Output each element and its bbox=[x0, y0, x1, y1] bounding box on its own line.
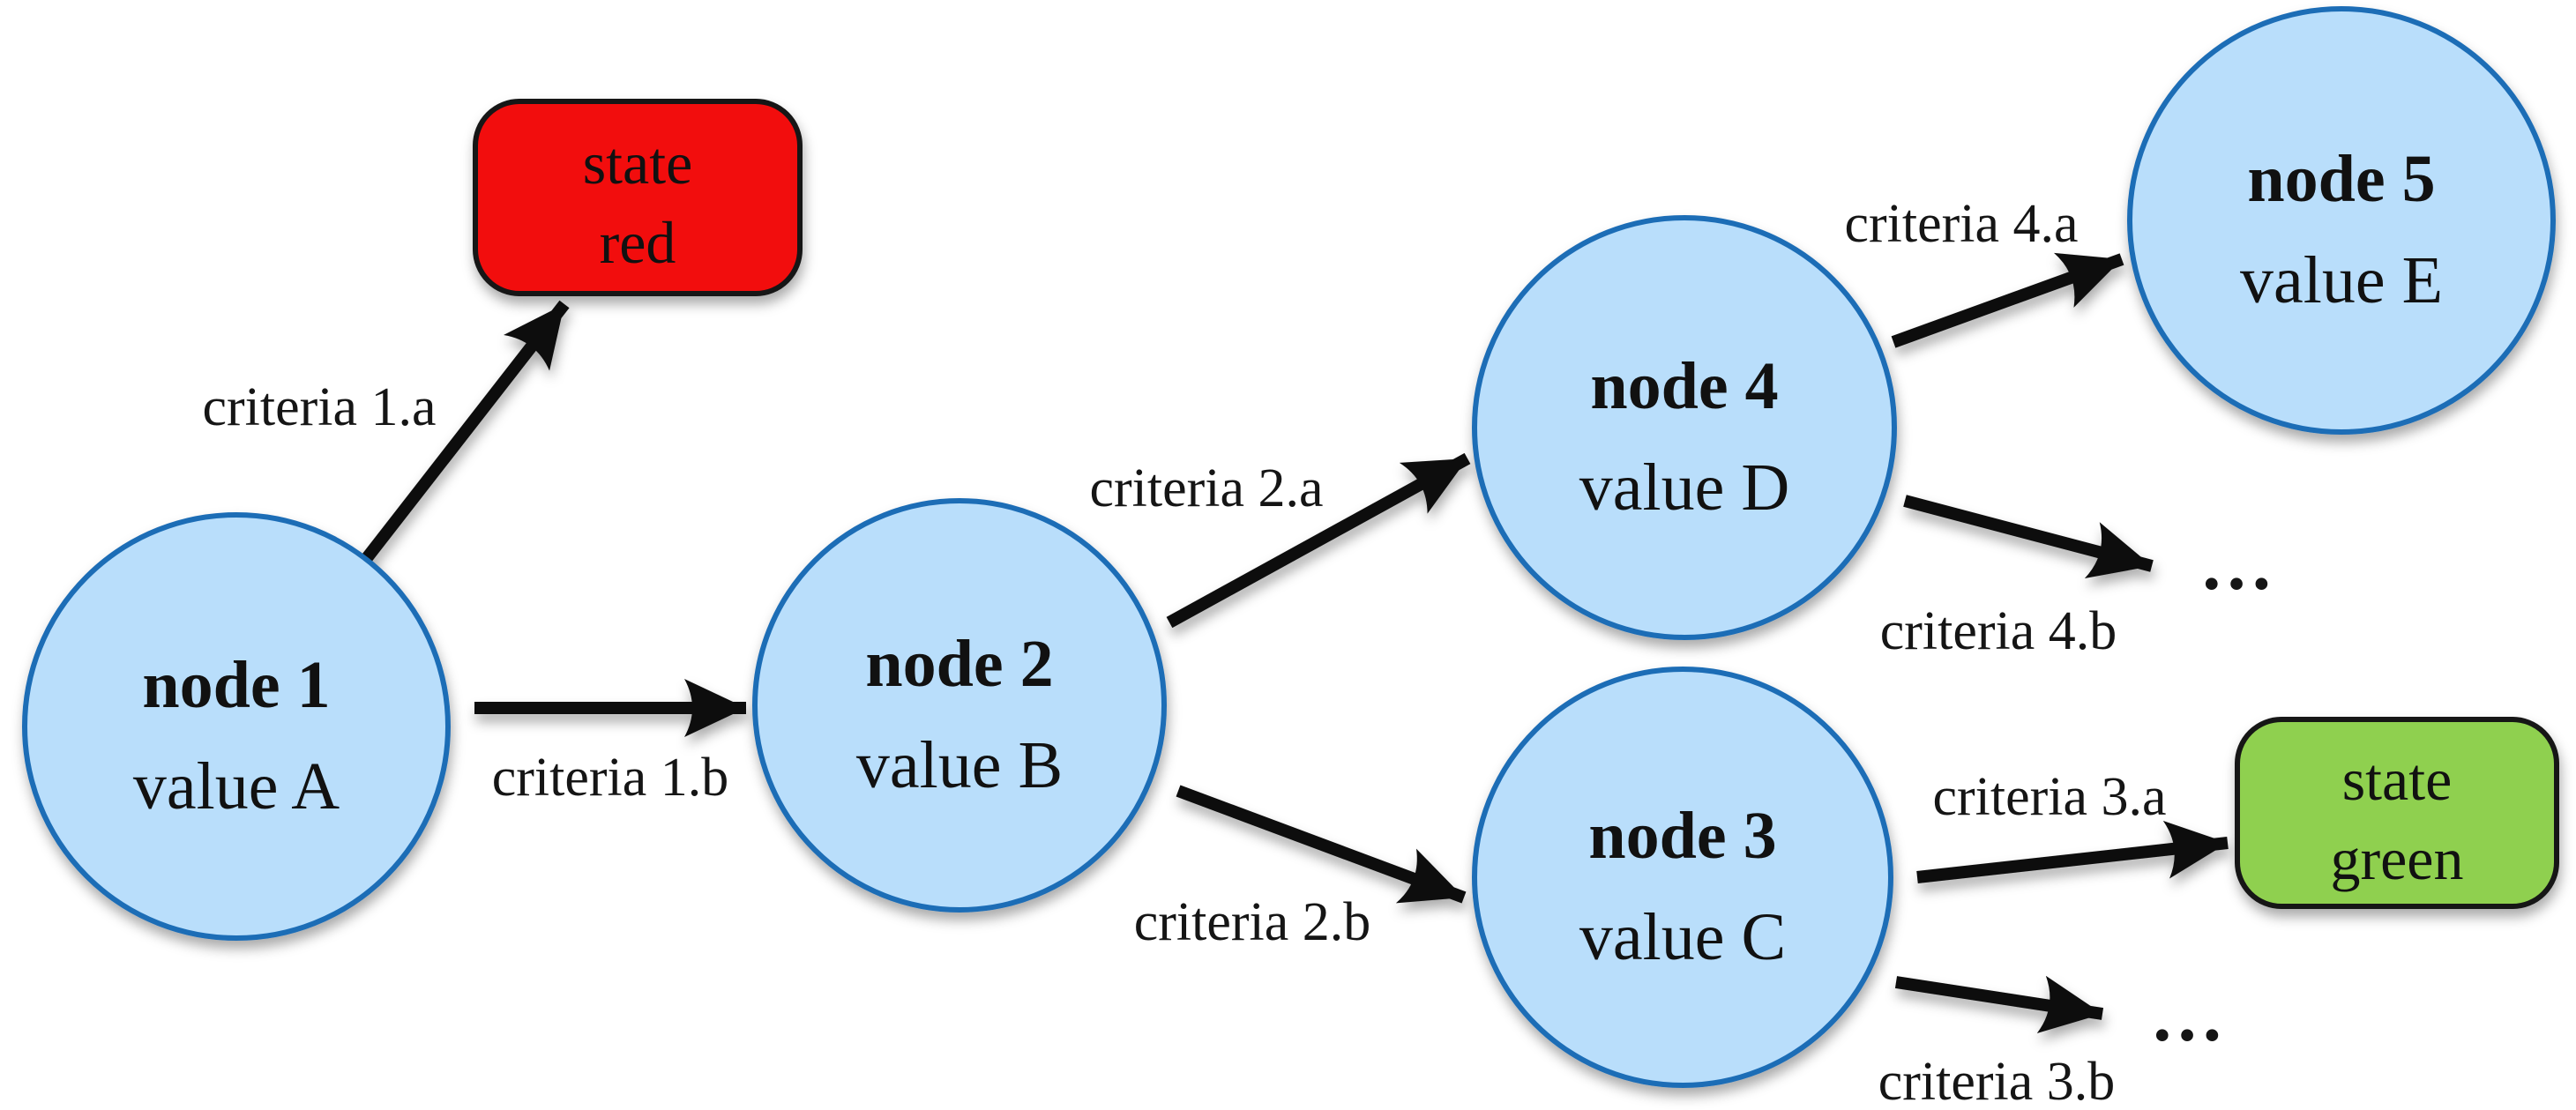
ellipsis-after-criteria-4b: … bbox=[2199, 524, 2277, 606]
edge-node3-to-state-green bbox=[1916, 820, 2229, 883]
edge-node3-to-ellipsis bbox=[1894, 975, 2104, 1033]
edge-node4-to-node5 bbox=[1891, 252, 2124, 348]
node-3-circle bbox=[1472, 667, 1893, 1088]
node-1-title: node 1 bbox=[142, 648, 330, 722]
state-green-line2: green bbox=[2330, 825, 2463, 892]
edge-label-criteria-2a: criteria 2.a bbox=[1089, 458, 1323, 518]
node-4-value: value D bbox=[1579, 451, 1789, 525]
node-5: node 5 value E bbox=[2127, 6, 2556, 435]
state-red-rect bbox=[473, 99, 803, 296]
node-3: node 3 value C bbox=[1472, 667, 1893, 1088]
node-5-value: value E bbox=[2240, 243, 2443, 317]
edge-node1-to-state-red bbox=[358, 300, 570, 567]
edge-label-criteria-1b: criteria 1.b bbox=[492, 748, 729, 808]
edge-label-criteria-2b: criteria 2.b bbox=[1134, 892, 1371, 952]
edge-label-criteria-4a: criteria 4.a bbox=[1844, 194, 2078, 254]
node-2-title: node 2 bbox=[865, 627, 1053, 701]
state-red-line1: state bbox=[583, 130, 693, 197]
state-red-line2: red bbox=[600, 209, 676, 276]
edge-label-criteria-3a: criteria 3.a bbox=[1932, 767, 2166, 827]
node-3-title: node 3 bbox=[1588, 799, 1776, 873]
state-green-line1: state bbox=[2342, 746, 2453, 813]
node-2: node 2 value B bbox=[752, 498, 1167, 913]
edge-node4-to-ellipsis bbox=[1903, 495, 2154, 579]
edge-node2-to-node4 bbox=[1166, 452, 1471, 629]
state-red-box: state red bbox=[473, 99, 803, 296]
ellipsis-after-criteria-3b: … bbox=[2150, 975, 2228, 1057]
edge-label-criteria-3b: criteria 3.b bbox=[1878, 1052, 2116, 1110]
node-2-value: value B bbox=[856, 728, 1063, 802]
node-1-value: value A bbox=[133, 749, 340, 823]
edge-node2-to-node3 bbox=[1176, 785, 1467, 904]
node-3-value: value C bbox=[1579, 900, 1786, 974]
node-4-circle bbox=[1472, 215, 1897, 640]
edge-label-criteria-4b: criteria 4.b bbox=[1880, 601, 2117, 661]
node-4: node 4 value D bbox=[1472, 215, 1897, 640]
node-4-title: node 4 bbox=[1590, 349, 1778, 423]
edge-label-criteria-1a: criteria 1.a bbox=[202, 377, 436, 437]
state-green-box: state green bbox=[2235, 717, 2559, 909]
state-green-rect bbox=[2235, 717, 2559, 909]
node-1: node 1 value A bbox=[22, 512, 451, 941]
node-2-circle bbox=[752, 498, 1167, 913]
node-5-title: node 5 bbox=[2247, 142, 2435, 216]
edges bbox=[358, 252, 2229, 1033]
node-1-circle bbox=[22, 512, 451, 941]
node-5-circle bbox=[2127, 6, 2556, 435]
edge-labels: criteria 1.a criteria 1.b criteria 2.a c… bbox=[202, 194, 2277, 1110]
